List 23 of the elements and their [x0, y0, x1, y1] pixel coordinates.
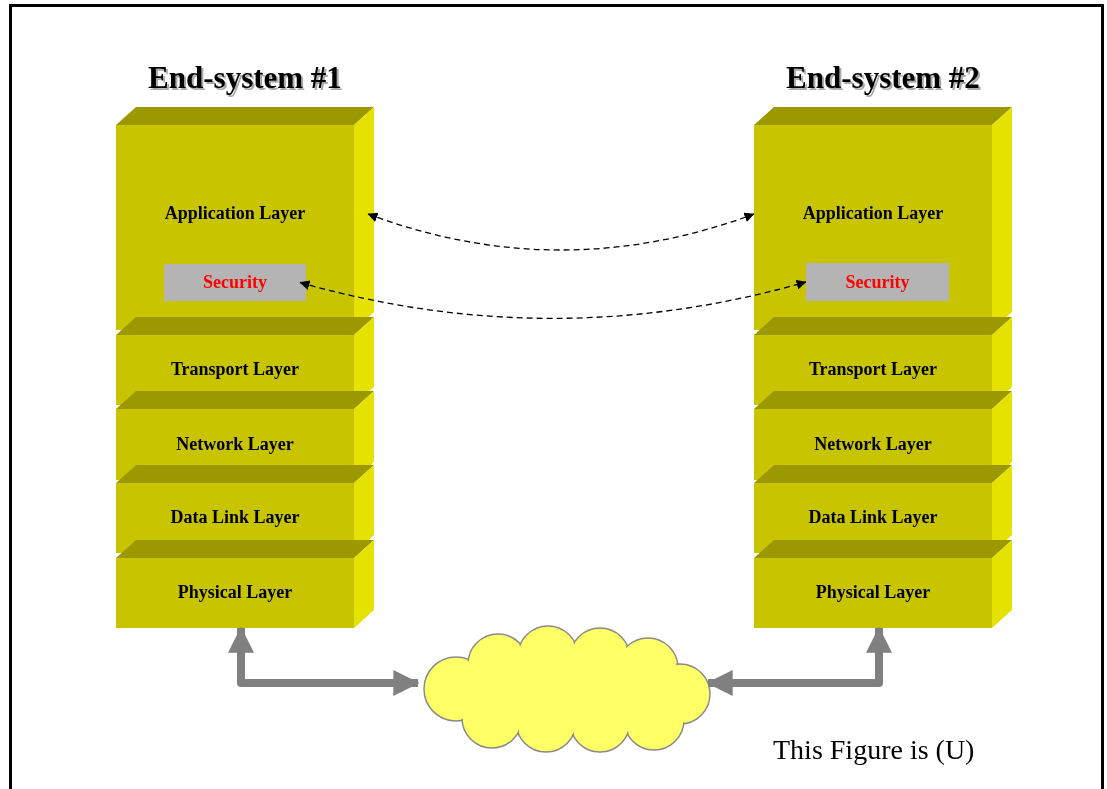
security-box: Security: [806, 263, 949, 301]
note-text: This Figure is (U): [773, 734, 975, 766]
layer-label: Physical Layer: [814, 582, 932, 603]
layer-block: [116, 107, 374, 330]
layer-label: Data Link Layer: [807, 507, 939, 528]
layer-label: Application Layer: [163, 203, 307, 224]
stack-title: End-system #1: [147, 60, 343, 96]
stack-title: End-system #2: [785, 60, 981, 96]
layer-label: Data Link Layer: [169, 507, 301, 528]
layer-label: Physical Layer: [176, 582, 294, 603]
dashed-arrow: [367, 212, 755, 251]
layer-label: Network Layer: [175, 433, 295, 455]
double-arrow: [706, 626, 892, 696]
security-box: Security: [164, 264, 306, 301]
layer-label: Application Layer: [801, 203, 945, 224]
layer-block: [754, 107, 1012, 330]
layer-label: Transport Layer: [807, 359, 939, 380]
layer-block: [754, 540, 1012, 628]
layer-label: Network Layer: [813, 433, 933, 455]
double-arrow: [228, 626, 420, 696]
layer-label: Transport Layer: [169, 359, 301, 380]
dashed-arrow: [299, 279, 807, 320]
layer-block: [116, 540, 374, 628]
